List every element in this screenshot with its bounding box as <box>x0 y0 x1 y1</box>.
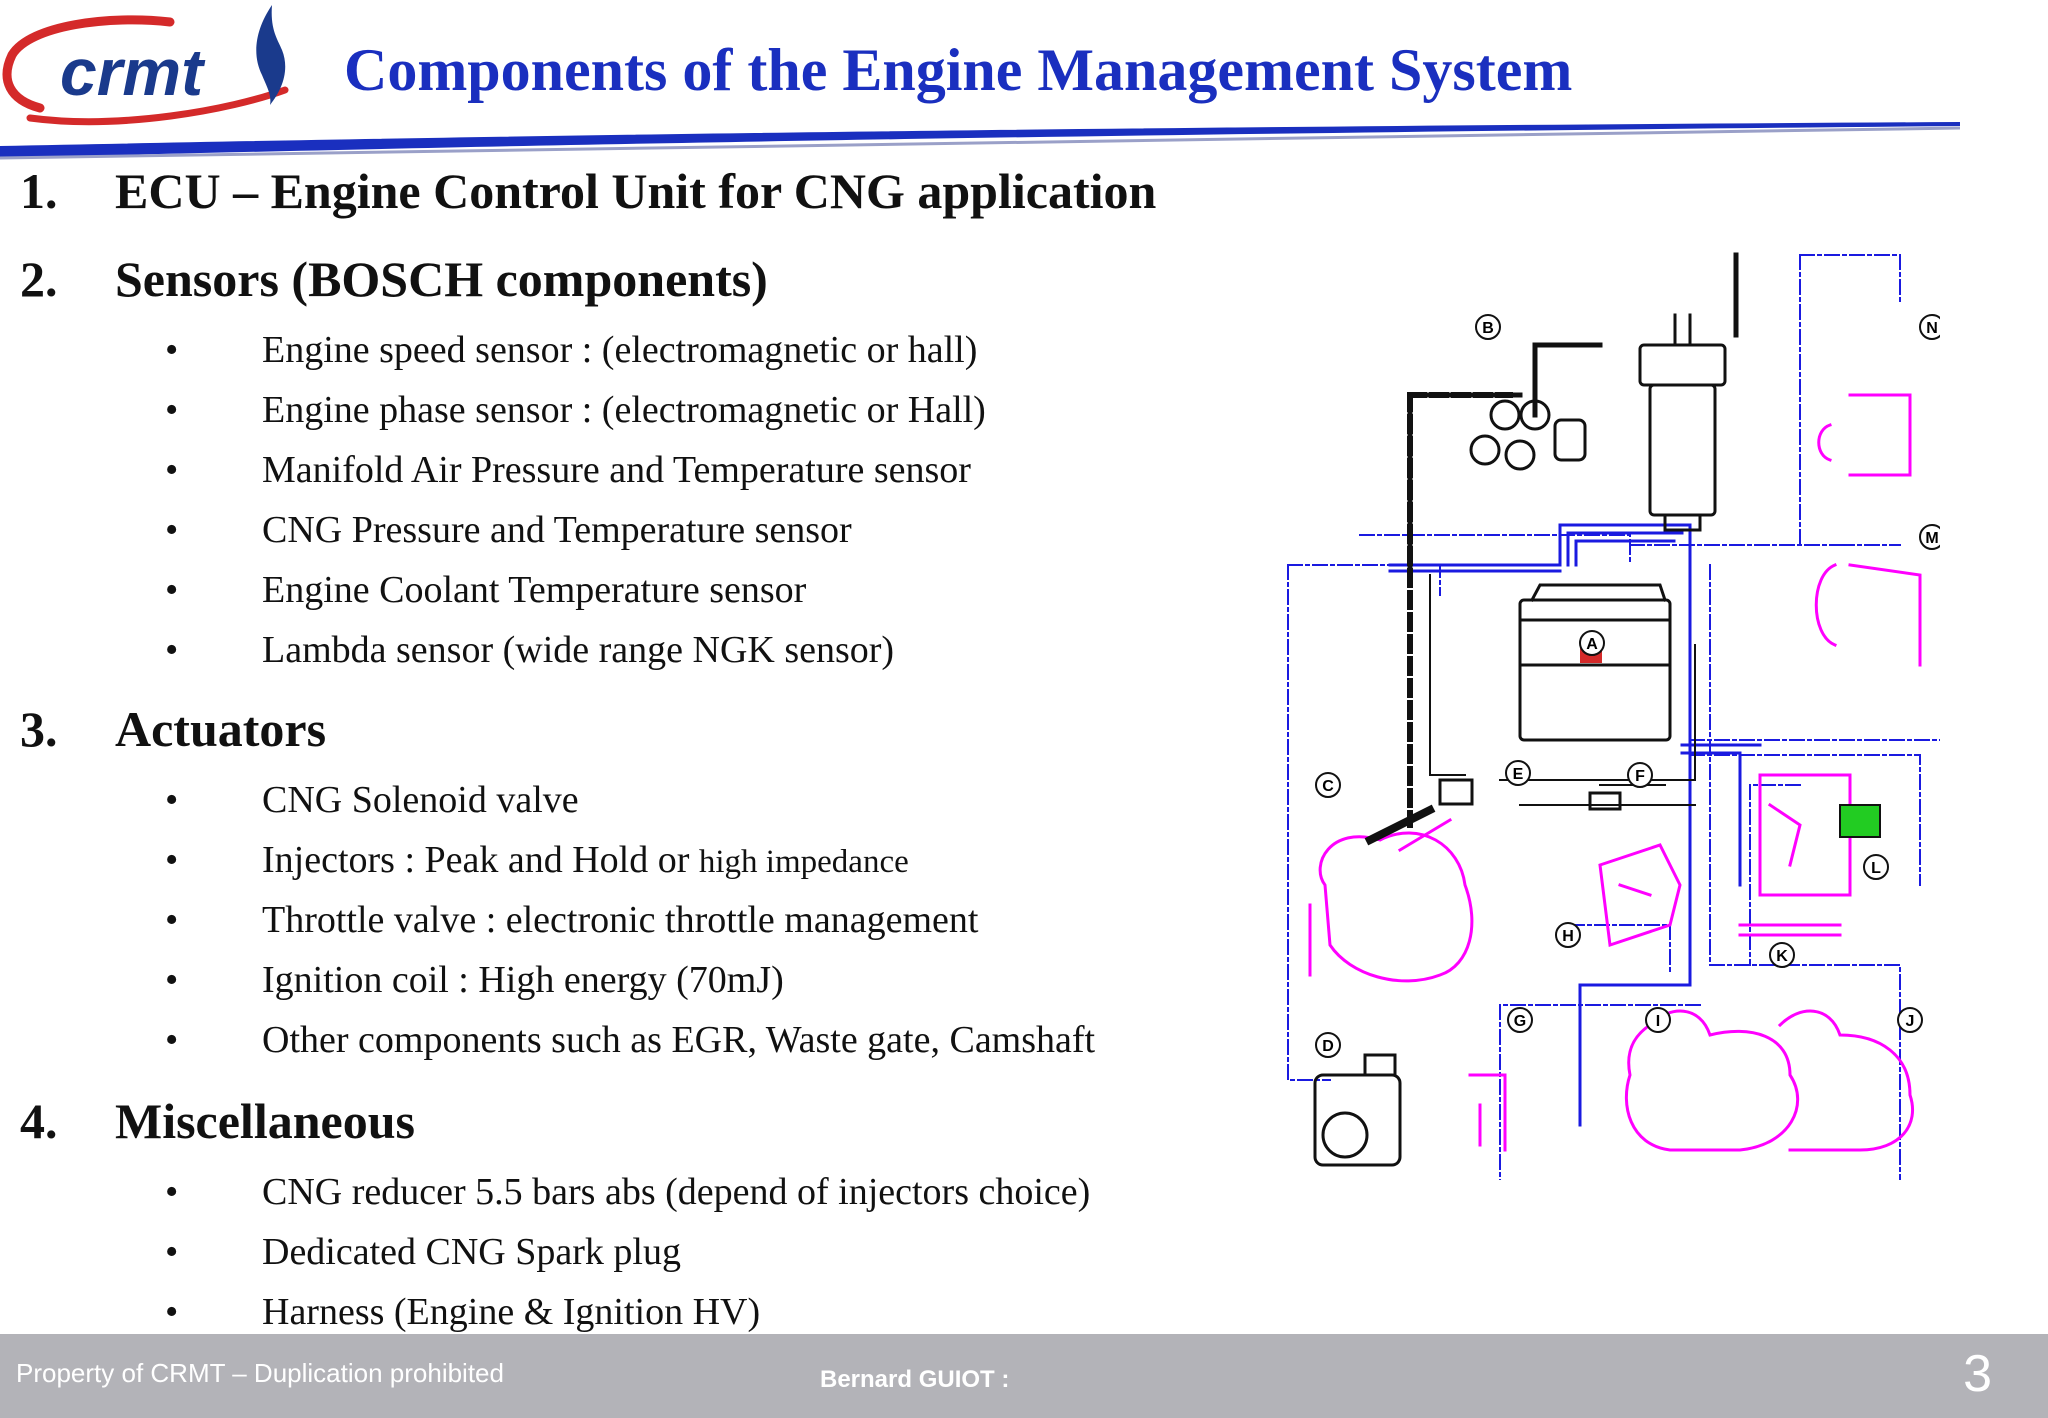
label-i: I <box>1645 1007 1671 1033</box>
label-m: M <box>1919 524 1940 550</box>
svg-text:J: J <box>1906 1013 1915 1030</box>
content-list: 1.ECU – Engine Control Unit for CNG appl… <box>20 163 1157 1333</box>
label-g: G <box>1507 1007 1533 1033</box>
throttle-body <box>1313 1053 1402 1167</box>
label-a: A <box>1579 630 1605 656</box>
svg-text:F: F <box>1635 768 1645 785</box>
label-h: H <box>1555 922 1581 948</box>
svg-text:E: E <box>1513 766 1524 783</box>
label-d: D <box>1315 1032 1341 1058</box>
svg-text:D: D <box>1322 1038 1334 1055</box>
label-f: F <box>1627 762 1653 788</box>
svg-text:H: H <box>1562 928 1574 945</box>
engine-diagram: B N M A E F C L H K G I J D <box>1287 252 1940 1180</box>
svg-text:B: B <box>1482 320 1494 337</box>
label-n: N <box>1919 314 1940 340</box>
svg-text:C: C <box>1322 778 1334 795</box>
page-title: Components of the Engine Management Syst… <box>344 37 1573 103</box>
label-j: J <box>1897 1007 1923 1033</box>
label-b: B <box>1475 314 1501 340</box>
svg-text:A: A <box>1586 636 1598 653</box>
ecu-unit <box>1518 583 1672 742</box>
label-l: L <box>1863 854 1889 880</box>
solenoid-valve <box>1839 804 1881 838</box>
harness-bundle <box>1388 523 1762 1127</box>
page-number: 3 <box>1963 1345 1992 1403</box>
cng-filter <box>1469 313 1727 532</box>
flame-icon <box>256 5 286 105</box>
header-rule <box>0 122 1961 160</box>
svg-text:K: K <box>1776 948 1788 965</box>
svg-text:G: G <box>1514 1013 1526 1030</box>
footer-copyright: Property of CRMT – Duplication prohibite… <box>16 1358 504 1388</box>
logo-text: crmt <box>60 35 206 109</box>
svg-text:M: M <box>1925 530 1938 547</box>
svg-text:L: L <box>1871 860 1881 877</box>
svg-text:N: N <box>1926 320 1938 337</box>
crmt-logo: crmt <box>2 5 289 126</box>
label-c: C <box>1315 772 1341 798</box>
footer-bar: Property of CRMT – Duplication prohibite… <box>0 1334 2048 1418</box>
wiring-lines <box>1287 254 1940 1180</box>
engine-parts <box>1308 393 1922 1152</box>
footer-author: Bernard GUIOT : <box>820 1366 1010 1393</box>
label-e: E <box>1505 760 1531 786</box>
diagram-labels: B N M A E F C L H K G I J D <box>1315 314 1940 1058</box>
label-k: K <box>1769 942 1795 968</box>
svg-text:I: I <box>1656 1013 1660 1030</box>
injector-suffix: high impedance <box>698 844 909 880</box>
